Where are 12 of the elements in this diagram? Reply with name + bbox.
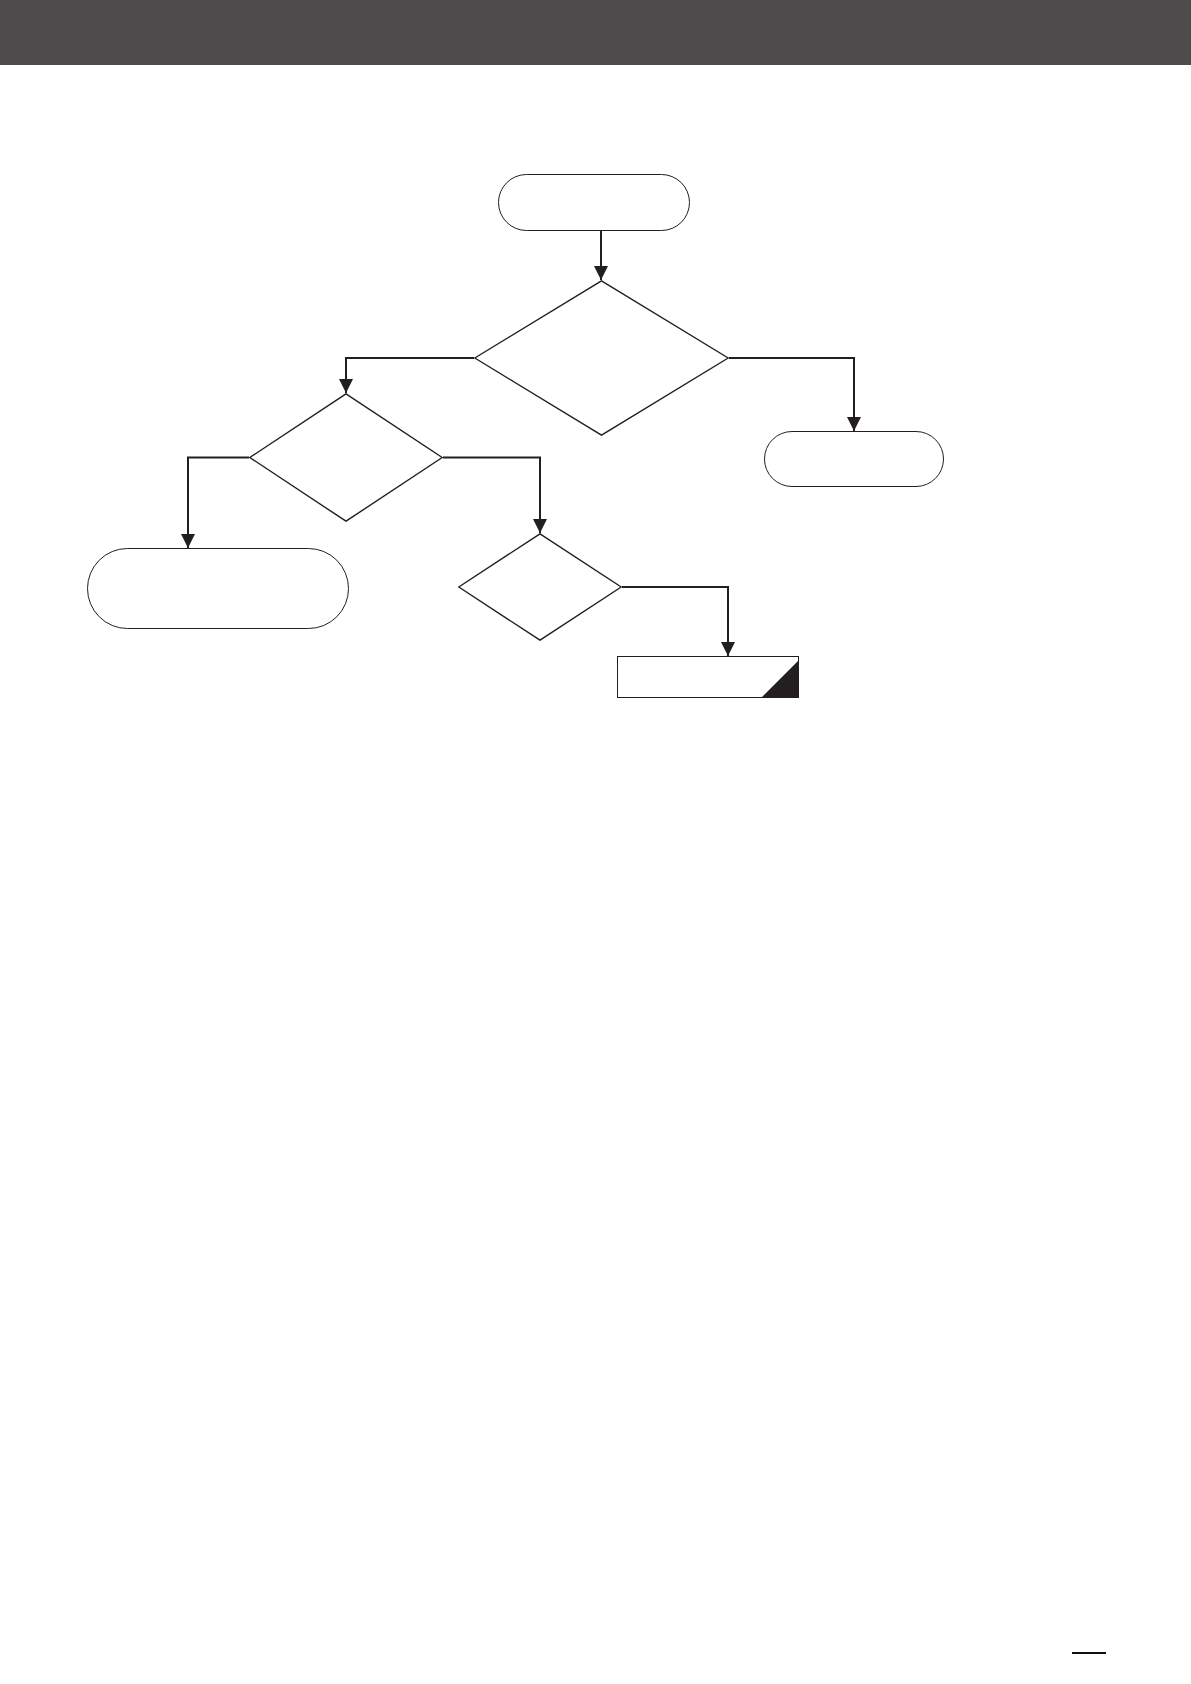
arrow: [594, 230, 608, 281]
arrow: [339, 357, 475, 394]
arrow: [728, 357, 861, 432]
decision-diamond: [249, 393, 443, 522]
decision-diamond: [458, 533, 622, 641]
arrow: [442, 456, 547, 534]
terminal-shape: [498, 174, 690, 231]
arrow: [181, 456, 250, 549]
terminal-shape: [764, 431, 944, 487]
process-box: [617, 656, 799, 698]
decision-diamond: [474, 280, 729, 436]
arrow: [621, 586, 735, 657]
